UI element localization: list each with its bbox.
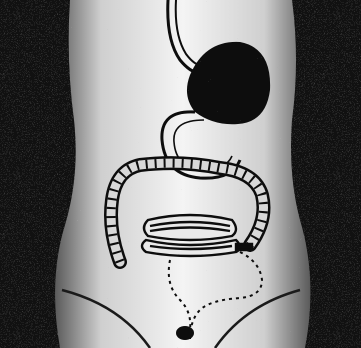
digestive-tract-illustration-icon (0, 0, 361, 348)
anatomical-illustration (0, 0, 361, 348)
